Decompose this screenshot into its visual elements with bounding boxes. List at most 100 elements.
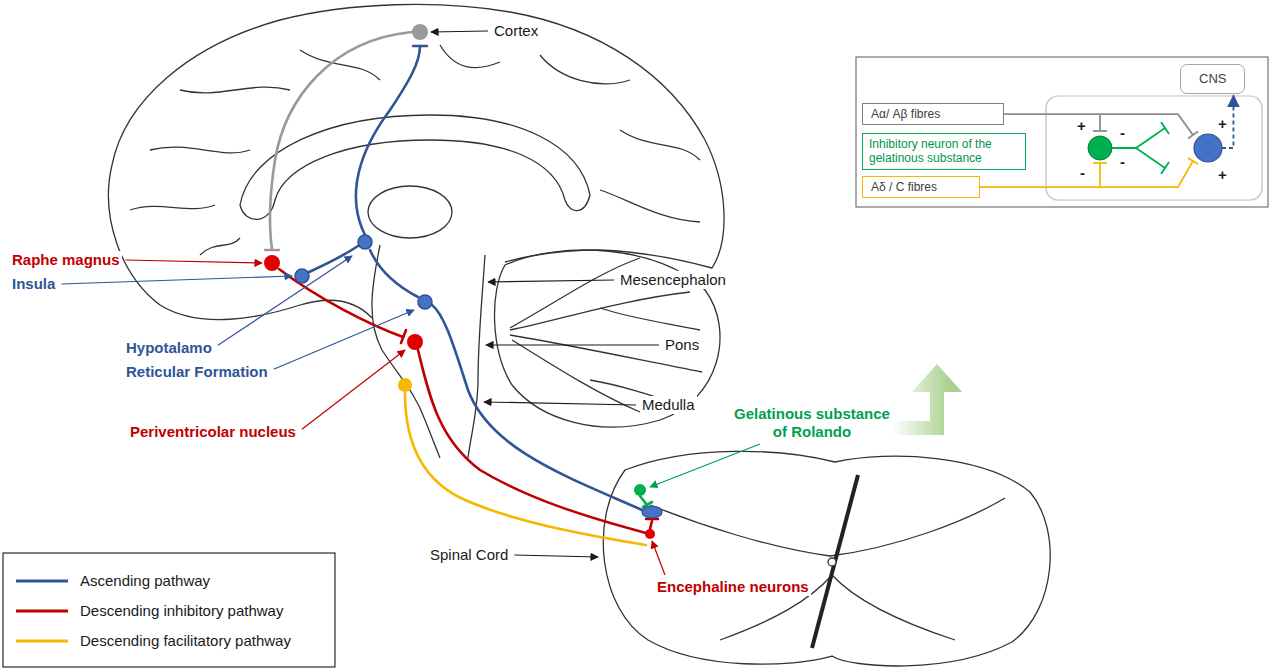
inhibition-bar xyxy=(265,249,279,252)
raphe-dot xyxy=(264,255,280,271)
neuron-label: Encephaline neurons xyxy=(655,578,811,596)
legend-text: Ascending pathway xyxy=(80,572,210,589)
cortical-descending-line xyxy=(270,32,412,249)
leader-line xyxy=(61,276,292,284)
spinal-cord-drawing xyxy=(603,451,1050,666)
synapse-bar xyxy=(1188,132,1198,139)
grey-matter-dorsal xyxy=(650,498,1005,556)
sulcus xyxy=(180,87,290,93)
afferent-branch xyxy=(1099,163,1101,187)
legend-text: Descending inhibitory pathway xyxy=(80,602,283,619)
inhibitory-neuron xyxy=(1088,136,1112,160)
nucleus-label: Raphe magnus xyxy=(10,251,122,269)
median-fissure xyxy=(812,475,858,648)
output-box: CNS xyxy=(1180,64,1245,94)
facilitatory-line xyxy=(405,393,646,545)
structure-label: Medulla xyxy=(640,396,697,414)
legend-frame xyxy=(3,553,335,667)
legend-line-sample xyxy=(14,574,70,588)
brain-drawing xyxy=(109,4,725,458)
gelatinous-dot xyxy=(634,484,646,496)
zoom-arrow xyxy=(892,364,962,435)
brainstem-edge xyxy=(372,245,440,458)
insula-dot xyxy=(295,269,309,283)
synapse-bar xyxy=(1093,162,1107,164)
structure-label: Pons xyxy=(663,336,701,354)
afferent-fibre xyxy=(1004,114,1193,135)
sign-label: - xyxy=(1118,124,1127,142)
synapse-bar xyxy=(1093,130,1107,132)
inhibitory-axon xyxy=(1136,148,1165,168)
pathway-nuclei xyxy=(264,24,662,539)
ascending-line xyxy=(370,250,418,297)
leader-line xyxy=(218,256,352,345)
legend-line-sample xyxy=(14,604,70,618)
structure-label: Mesencephalon xyxy=(618,271,728,289)
enkephalin-dot xyxy=(645,529,655,539)
synapse-region xyxy=(1046,96,1262,200)
dorsal-horn-neuron xyxy=(642,506,662,518)
box-text: CNS xyxy=(1199,71,1226,87)
facilitatory-dot xyxy=(398,378,412,392)
synapse-bar xyxy=(413,45,427,48)
sulcus xyxy=(540,55,630,84)
leader-line xyxy=(431,31,488,32)
sulcus xyxy=(200,238,240,255)
reticular-dot xyxy=(418,295,432,309)
legend-text: Descending facilitatory pathway xyxy=(80,632,291,649)
leader-line xyxy=(650,444,760,487)
structure-label: Hypotalamo xyxy=(124,339,214,357)
cerebrum-outline xyxy=(109,4,725,305)
spinal-cord-outline xyxy=(603,451,1050,666)
structure-label: Cortex xyxy=(492,22,540,40)
cerebrum-underside xyxy=(160,300,372,319)
central-canal xyxy=(828,558,836,566)
sign-label: - xyxy=(1078,164,1087,182)
periventricular-dot xyxy=(407,334,423,350)
hypothalamus-dot xyxy=(358,235,372,249)
leader-line xyxy=(652,541,665,575)
box-text: Inhibitory neuron of the gelatinous subs… xyxy=(869,137,1019,166)
projection-neuron xyxy=(1194,134,1222,162)
cerebellum-folium xyxy=(600,308,700,330)
corpus-callosum xyxy=(240,115,590,219)
leader-line xyxy=(514,555,598,557)
structure-label: Spinal Cord xyxy=(428,546,510,564)
ascending-line xyxy=(356,46,420,235)
sign-label: + xyxy=(1075,117,1088,135)
cerebellum-folium xyxy=(510,292,690,330)
structure-label: Insula xyxy=(10,275,57,293)
afferent-branch xyxy=(1099,114,1101,131)
cerebellum-folium xyxy=(510,258,640,328)
leader-line xyxy=(488,280,614,282)
legend-line xyxy=(16,609,68,612)
cortex-dot xyxy=(412,24,428,40)
leader-line xyxy=(126,260,262,263)
structure-label: Gelatinous substance of Rolando xyxy=(730,405,894,441)
inset-frame xyxy=(856,57,1268,207)
legend-line-sample xyxy=(14,634,70,648)
legend-entry: Descending inhibitory pathway xyxy=(14,602,283,619)
ascending-line xyxy=(432,305,642,510)
enkephalin-line xyxy=(650,521,652,529)
fibre-box: Aδ / C fibres xyxy=(862,176,980,198)
box-text: Aδ / C fibres xyxy=(871,180,971,194)
sulcus xyxy=(600,190,700,222)
leader-line xyxy=(484,402,636,405)
neuron-box: Inhibitory neuron of the gelatinous subs… xyxy=(862,133,1026,170)
sulcus xyxy=(300,50,380,80)
leader-line xyxy=(302,350,405,429)
legend-entry: Descending facilitatory pathway xyxy=(14,632,291,649)
sulcus xyxy=(150,147,250,153)
box-text: Aα/ Aβ fibres xyxy=(871,107,995,121)
legend-line xyxy=(16,579,68,582)
inhibitory-line xyxy=(279,269,403,337)
legend-line xyxy=(16,639,68,642)
sign-label: + xyxy=(1216,166,1229,184)
pathways xyxy=(265,32,658,545)
leader-line xyxy=(486,344,659,345)
